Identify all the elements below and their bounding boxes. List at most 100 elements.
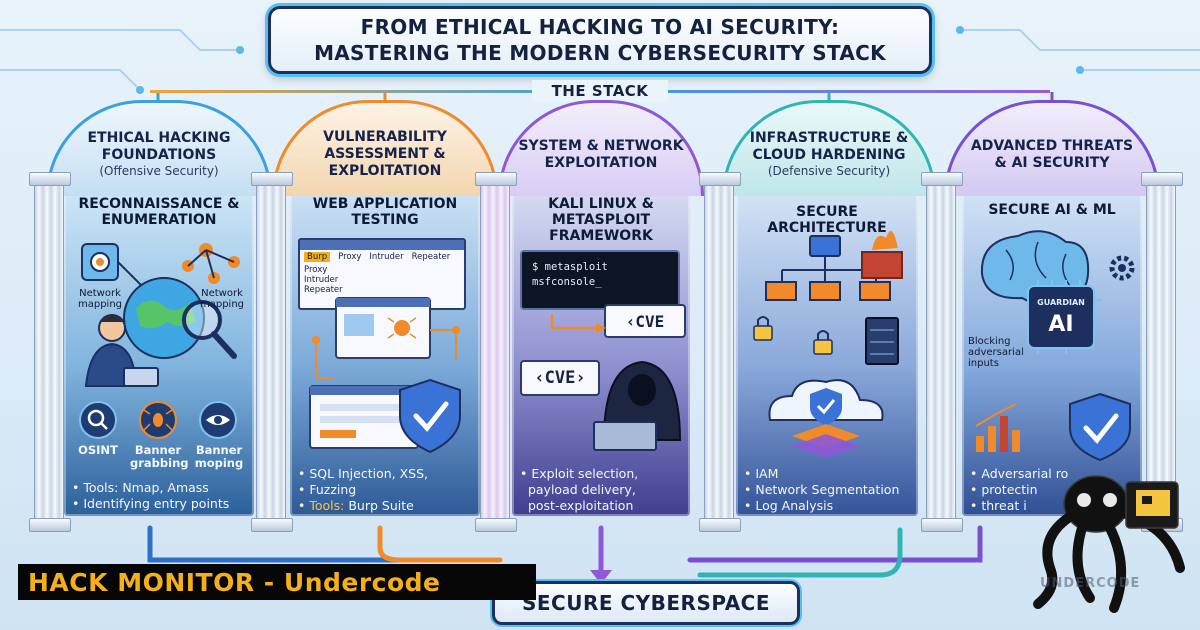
burp-side-intruder: Intruder [304, 275, 339, 285]
web-line-tools: • Tools: Burp Suite [298, 498, 414, 513]
arch-text-iam: IAM [755, 466, 779, 481]
gear-icon [1109, 255, 1135, 281]
watermark-text: UNDERCODE [1040, 576, 1141, 591]
pillar-5 [921, 172, 963, 532]
arch-line-log: • Log Analysis [744, 498, 834, 513]
terminal-line-1: $ metasploit [532, 261, 608, 273]
stack-label: THE STACK [532, 80, 668, 102]
globe-icon [123, 277, 205, 359]
octopus-hacker-logo [1033, 475, 1185, 613]
recon-illustration [79, 243, 240, 439]
kali-line-1: • Exploit selection, [520, 466, 639, 481]
firewall-icon [861, 230, 903, 279]
burp-side-repeater: Repeater [304, 285, 343, 295]
secure-cyberspace-bar: SECURE CYBERSPACE [492, 581, 800, 625]
cloud-shield-icon [768, 379, 884, 458]
architecture-illustration [753, 230, 903, 458]
ai-text-1: Adversarial ro [981, 466, 1069, 481]
pillar-2 [251, 172, 293, 532]
panel-secure-ai: SECURE AI & ML GUARDIAN AI Blocking adve… [962, 190, 1142, 516]
title-banner: FROM ETHICAL HACKING TO AI SECURITY: MAS… [268, 6, 932, 74]
panel-kali-metasploit: KALI LINUX & METASPLOIT FRAMEWORK $ meta… [512, 190, 690, 516]
web-line-sqli: • SQL Injection, XSS, [298, 466, 429, 481]
lock-icon-2 [813, 330, 833, 355]
panel-heading-architecture: SECURE ARCHITECTURE [767, 204, 887, 236]
server-rack-icon [865, 317, 899, 365]
eye-icon [199, 401, 237, 439]
cve-box-top: ‹CVE [604, 304, 686, 338]
icon-label-osint: OSINT [78, 443, 118, 457]
hooded-hacker-icon [593, 360, 682, 451]
terminal-window: $ metasploit msfconsole_ [520, 250, 680, 310]
chip-main-label: AI [1048, 312, 1074, 337]
kali-text-1: Exploit selection, [531, 466, 639, 481]
network-mapping-label-right: Network mapping [199, 288, 245, 310]
network-graph-icon [182, 243, 240, 284]
ai-illustration [975, 230, 1135, 462]
arch-title-2: VULNERABILITY ASSESSMENT & EXPLOITATION [323, 129, 447, 179]
burp-tab: Burp [304, 252, 331, 262]
burp-menu-proxy: Proxy [338, 252, 362, 262]
guardian-chip-icon [1027, 280, 1102, 354]
kali-text-2: payload delivery, [527, 482, 636, 497]
pillar-4 [699, 172, 741, 532]
form-window-icon [309, 385, 419, 449]
arch-subtitle-1: (Offensive Security) [99, 164, 219, 178]
osint-icon [79, 401, 117, 439]
hacker-person-icon [84, 314, 159, 387]
panel-heading-web: WEB APPLICATION TESTING [312, 196, 458, 228]
arch-title-1: ETHICAL HACKING FOUNDATIONS [87, 130, 231, 163]
recon-entry-text: Identifying entry points [83, 496, 230, 511]
arch-title-5: ADVANCED THREATS & AI SECURITY [970, 137, 1134, 171]
kali-line-3: post-exploitation [520, 498, 633, 514]
ai-text-2: protectin [981, 482, 1038, 497]
spider-icon [139, 401, 177, 439]
arch-line-segmentation: • Network Segmentation [744, 482, 900, 497]
kali-text-3: post-exploitation [527, 498, 634, 513]
web-tools-prefix: Tools: [309, 498, 345, 513]
ai-line-1: • Adversarial ro [970, 466, 1069, 481]
browser-bug-icon [335, 297, 431, 359]
panel-heading-recon: RECONNAISSANCE & ENUMERATION [78, 196, 240, 228]
recon-entry-line: • Identifying entry points [72, 496, 230, 511]
terminal-line-2: msfconsole_ [532, 276, 602, 288]
web-line-fuzzing: • Fuzzing [298, 482, 357, 497]
ai-line-2: • protectin [970, 482, 1038, 497]
panel-heading-ai: SECURE AI & ML [988, 202, 1116, 218]
network-mapping-label-left: Network mapping [77, 288, 123, 310]
shield-check-icon-ai [1069, 392, 1131, 462]
arch-title-4: INFRASTRUCTURE & CLOUD HARDENING [749, 130, 909, 163]
icon-label-banner-moping: Banner moping [194, 443, 244, 470]
kali-line-2: payload delivery, [520, 482, 636, 498]
title-line-1: FROM ETHICAL HACKING TO AI SECURITY: [360, 15, 840, 39]
pillar-3 [475, 172, 517, 532]
pillar-1 [29, 172, 71, 532]
panel-web-testing: WEB APPLICATION TESTING Burp Proxy Intru… [290, 190, 480, 516]
cve-label-left: CVE [544, 368, 576, 388]
cve-box-left: ‹CVE› [520, 360, 600, 396]
magnifier-icon [182, 300, 237, 359]
panel-secure-architecture: SECURE ARCHITECTURE • IAM • Network Segm… [736, 190, 918, 516]
lock-icon [753, 316, 773, 341]
burp-menu-intruder: Intruder [369, 252, 404, 262]
web-testing-illustration [309, 297, 461, 454]
title-line-2: MASTERING THE MODERN CYBERSECURITY STACK [314, 41, 886, 65]
cve-label-top: CVE [635, 311, 665, 331]
arch-line-iam: • IAM [744, 466, 779, 481]
hack-monitor-banner: HACK MONITOR - Undercode [18, 564, 536, 600]
burp-side-proxy: Proxy [304, 265, 328, 275]
kali-illustration [550, 314, 682, 451]
recon-tools-text: Tools: Nmap, Amass [83, 480, 209, 495]
icon-label-banner-grabbing: Banner grabbing [130, 443, 189, 470]
arch-text-segmentation: Network Segmentation [755, 482, 900, 497]
shield-check-icon [399, 378, 461, 454]
panel-heading-kali: KALI LINUX & METASPLOIT FRAMEWORK [548, 196, 654, 244]
panel-recon: RECONNAISSANCE & ENUMERATION [64, 190, 254, 516]
ai-text-3: threat i [981, 498, 1027, 513]
recon-tools-line: • Tools: Nmap, Amass [72, 480, 209, 495]
web-text-tools: Burp Suite [348, 498, 414, 513]
arch-title-3: SYSTEM & NETWORK EXPLOITATION [518, 137, 684, 171]
arch-text-log: Log Analysis [755, 498, 834, 513]
arch-subtitle-4: (Defensive Security) [767, 164, 891, 178]
network-topology-icon [765, 235, 891, 301]
